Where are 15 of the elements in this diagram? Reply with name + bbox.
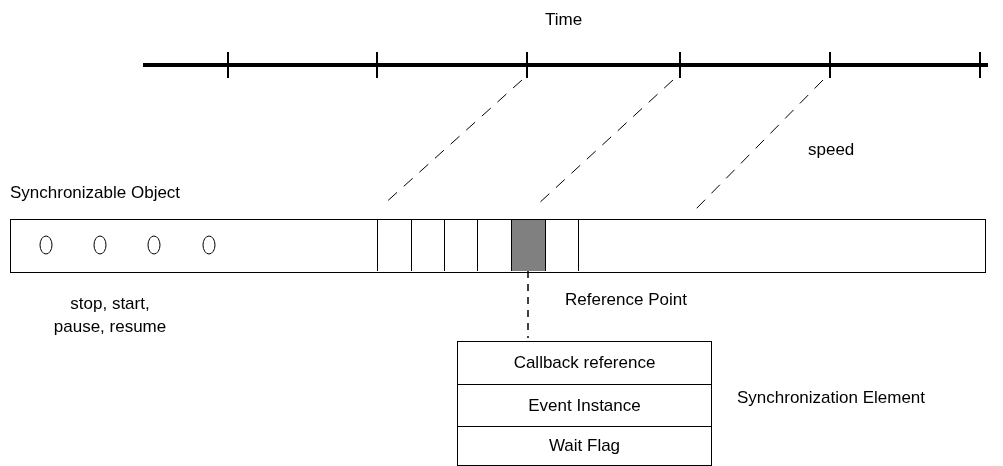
timeline-cell — [511, 220, 545, 271]
method-list: stop, start, pause, resume — [45, 292, 175, 338]
row-label: Event Instance — [527, 395, 642, 416]
element-title: Synchronization Element — [737, 388, 926, 408]
table-row — [457, 384, 712, 427]
connector-line — [527, 270, 529, 339]
axis-title: Time — [545, 10, 583, 30]
table-row — [457, 426, 712, 466]
speed-label: speed — [808, 140, 855, 160]
reference-point-label: Reference Point — [565, 290, 687, 310]
object-title: Synchronizable Object — [10, 183, 181, 203]
timeline-cell — [545, 220, 579, 271]
table-row — [457, 341, 712, 385]
row-label: Wait Flag — [547, 436, 622, 456]
row-label: Callback reference — [512, 353, 657, 373]
